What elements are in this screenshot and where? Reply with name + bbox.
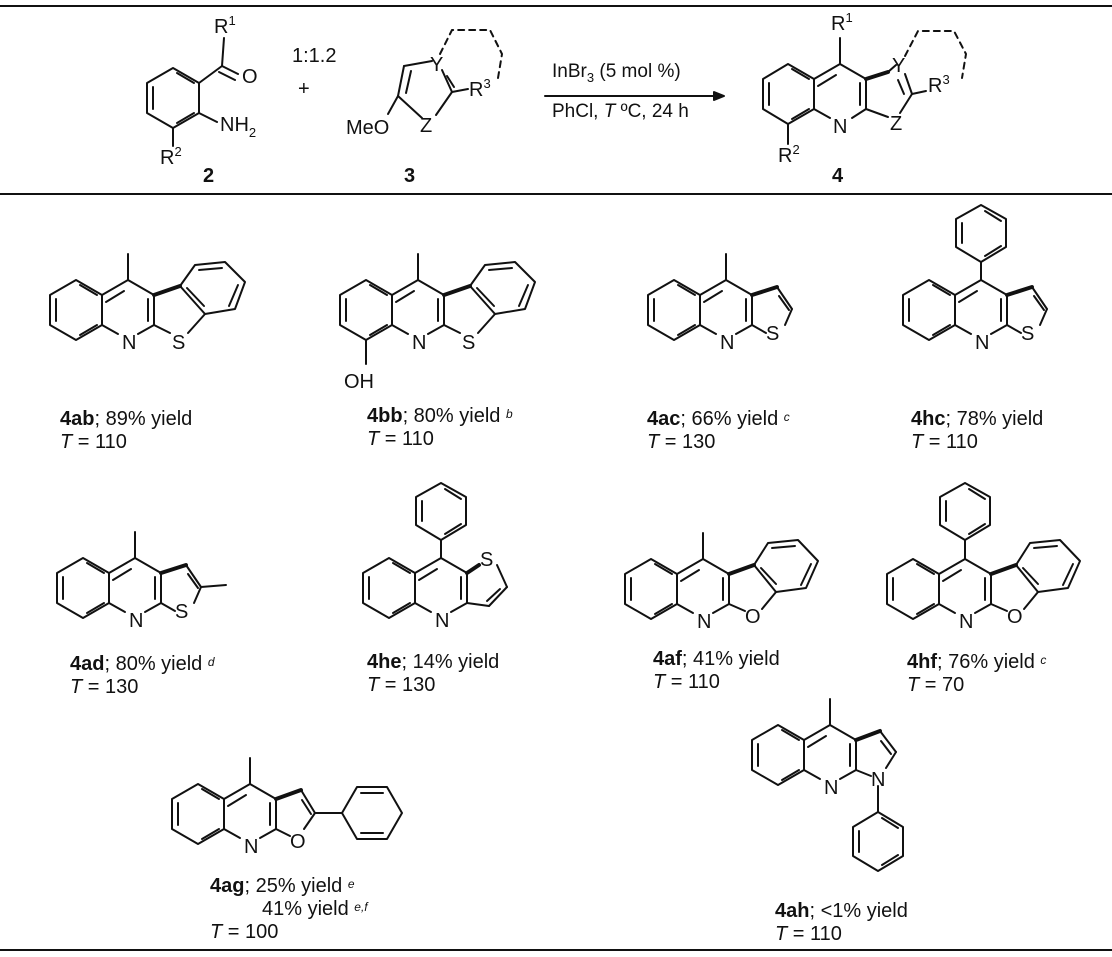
ratio-label: 1:1.2 (292, 45, 337, 67)
atom-n: N (244, 836, 258, 858)
product-4-structure: N Y Z R3 R1 R2 (762, 10, 967, 167)
structure-4ad: N S (56, 531, 227, 632)
reactant-3-structure: Y Z R3 MeO (346, 29, 503, 139)
atom-o: O (1007, 606, 1023, 628)
structure-4ac: N S (647, 253, 793, 354)
atom-n: N (697, 611, 711, 633)
structure-4ab: N S (49, 253, 246, 354)
structure-4bb: N S OH (339, 253, 536, 393)
atom-o: O (290, 831, 306, 853)
atom-n: N (435, 610, 449, 632)
atom-s: S (175, 601, 188, 623)
atom-n: N (720, 332, 734, 354)
atom-s: S (1021, 323, 1034, 345)
reaction-arrow (544, 91, 725, 101)
compound-label-2: 2 (203, 165, 215, 187)
product-r1-label: R1 (831, 10, 853, 35)
caption-4hf: 4hf; 76% yield c T = 70 (907, 651, 1047, 696)
atom-s: S (172, 332, 185, 354)
caption-4he: 4he; 14% yield T = 130 (367, 651, 500, 696)
structure-4af: N O (624, 532, 819, 633)
plus-sign: + (298, 78, 310, 100)
atom-n: N (122, 332, 136, 354)
atom-o: O (745, 606, 761, 628)
reactant-2-structure: R1 O NH2 R2 (146, 13, 258, 169)
caption-4ah: 4ah; <1% yield T = 110 (775, 900, 908, 945)
caption-4ab: 4ab; 89% yield T = 110 (60, 408, 193, 453)
caption-4ag: 4ag; 25% yield e 41% yield e,f T = 100 (210, 875, 368, 943)
r2-label: R2 (160, 144, 182, 169)
atom-n: N (824, 777, 838, 799)
atom-n: N (959, 611, 973, 633)
atom-s: S (480, 549, 493, 571)
caption-4ac: 4ac; 66% yield c T = 130 (647, 408, 790, 453)
z-label: Z (420, 115, 432, 137)
r3-label: R3 (469, 76, 491, 101)
product-y-label: Y (892, 55, 905, 77)
atom-oh: OH (344, 371, 374, 393)
structure-4ah: N N (751, 698, 904, 872)
structure-4hc: N S (902, 204, 1048, 354)
atom-n: N (412, 332, 426, 354)
carbonyl-o-label: O (242, 66, 258, 88)
product-n-label: N (833, 116, 847, 138)
product-z-label: Z (890, 113, 902, 135)
atom-n-pyrrole: N (871, 769, 885, 791)
structure-4hf: N O (886, 482, 1081, 633)
structure-4ag: N O (171, 757, 403, 858)
compound-label-3: 3 (404, 165, 416, 187)
caption-4af: 4af; 41% yield T = 110 (653, 648, 780, 693)
atom-n: N (129, 610, 143, 632)
nh2-label: NH2 (220, 114, 256, 140)
product-r3-label: R3 (928, 72, 950, 97)
product-r2-label: R2 (778, 142, 800, 167)
r1-label: R1 (214, 13, 236, 38)
y-label: Y (430, 54, 443, 76)
atom-s: S (766, 323, 779, 345)
conditions-bottom: PhCl, T ºC, 24 h (552, 101, 689, 122)
atom-s: S (462, 332, 475, 354)
meo-label: MeO (346, 117, 389, 139)
structure-4he: N S (362, 482, 508, 632)
caption-4hc: 4hc; 78% yield T = 110 (911, 408, 1044, 453)
caption-4bb: 4bb; 80% yield b T = 110 (367, 405, 513, 450)
conditions-top: InBr3 (5 mol %) (552, 61, 681, 85)
atom-n: N (975, 332, 989, 354)
caption-4ad: 4ad; 80% yield d T = 130 (70, 653, 215, 698)
compound-label-4: 4 (832, 165, 844, 187)
